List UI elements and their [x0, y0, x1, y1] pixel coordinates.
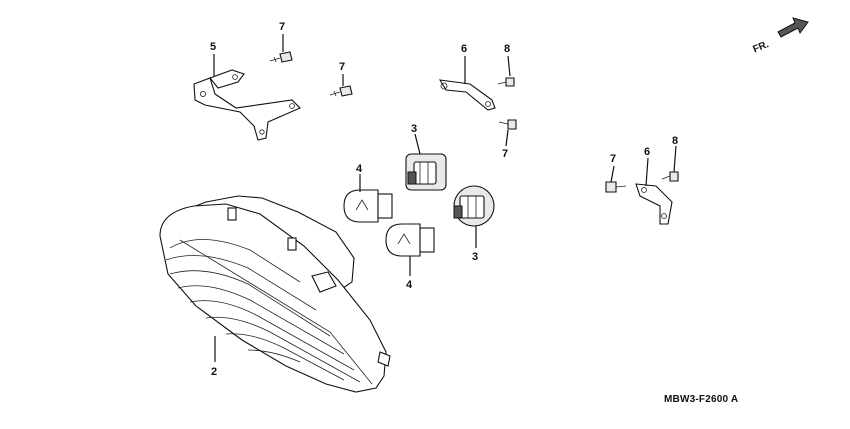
callout-screw-top-left: 7: [279, 21, 285, 33]
callout-screw-mid: 7: [339, 61, 345, 73]
screw-mid: [329, 85, 353, 97]
socket-upper: [405, 153, 447, 191]
leader-lines: [213, 34, 677, 362]
screw-right-right: [661, 171, 679, 182]
callout-stay-top: 6: [461, 43, 467, 55]
callout-bulb-lower: 4: [406, 279, 413, 291]
callout-screw-right-right: 8: [672, 135, 678, 147]
bulb-upper: [343, 189, 393, 223]
diagram-code: MBW3-F2600 A: [664, 394, 738, 405]
callout-screw-below-stay: 7: [502, 148, 508, 160]
callout-screw-right-left: 7: [610, 153, 616, 165]
callout-lens-housing: 2: [211, 366, 217, 378]
callout-screw-top-right: 8: [504, 43, 510, 55]
bulb-lower: [385, 223, 435, 257]
screw-top-right: [497, 77, 515, 87]
screw-below-stay: [498, 119, 517, 130]
stay-upper: [438, 79, 496, 111]
screw-right-left: [605, 181, 627, 193]
front-direction-arrow: FR.: [751, 17, 809, 55]
front-direction-label: FR.: [751, 39, 770, 55]
callout-bracket: 5: [210, 41, 216, 53]
callout-stay-right: 6: [644, 146, 650, 158]
mounting-bracket: [193, 69, 301, 141]
screw-top-left: [269, 51, 293, 63]
callout-socket-upper: 3: [411, 123, 417, 135]
callout-socket-lower: 3: [472, 251, 478, 263]
callout-bulb-upper: 4: [356, 163, 363, 175]
stay-right: [635, 183, 673, 225]
lens-housing: [159, 195, 391, 393]
socket-lower: [453, 185, 495, 227]
